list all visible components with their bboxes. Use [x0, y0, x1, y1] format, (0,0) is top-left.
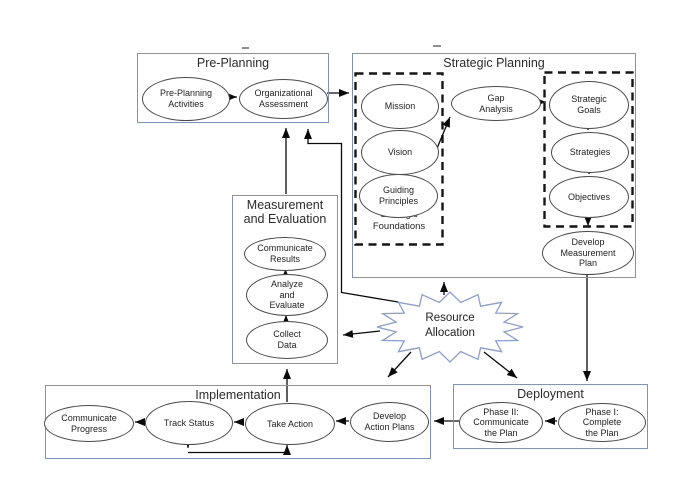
deployment-title: Deployment — [517, 387, 584, 401]
node-track-status-label: Track Status — [163, 417, 215, 428]
node-organizational-assessment-label: Organizational Assessment — [254, 88, 313, 109]
node-analyze-and-evaluate-label: Analyze and Evaluate — [269, 279, 305, 311]
node-mission: Mission — [361, 84, 439, 129]
arrow-resource-to-pre-planning — [304, 129, 399, 303]
arrow-resource-to-measurement-evaluation — [342, 329, 381, 338]
node-take-action-label: Take Action — [266, 418, 314, 429]
resource-allocation-starburst — [376, 291, 524, 363]
cropped-text-artifact — [242, 47, 249, 49]
node-communicate-results: Communicate Results — [244, 237, 326, 271]
node-phase1-complete-the-plan-label: Phase I: Complete the Plan — [582, 406, 622, 438]
node-develop-measurement-plan: Develop Measurement Plan — [542, 231, 634, 275]
node-develop-action-plans: Develop Action Plans — [350, 402, 429, 442]
node-phase2-communicate-the-plan: Phase II: Communicate the Plan — [459, 402, 543, 443]
node-communicate-results-label: Communicate Results — [257, 243, 313, 264]
arrow-track-status-take-action-loop-up — [188, 445, 291, 455]
node-analyze-and-evaluate: Analyze and Evaluate — [246, 274, 328, 316]
node-develop-measurement-plan-label: Develop Measurement Plan — [560, 237, 616, 269]
node-gap-analysis-label: Gap Analysis — [479, 92, 513, 114]
pre-planning-box: Pre-Planning — [137, 53, 329, 123]
cropped-text-artifact — [433, 45, 441, 47]
node-pre-planning-activities-label: Pre-Planning Activities — [159, 88, 213, 109]
node-strategies: Strategies — [551, 132, 629, 173]
node-objectives-label: Objectives — [567, 191, 611, 202]
node-guiding-principles-label: Guiding Principles — [378, 185, 418, 206]
deployment-box: Deployment — [453, 384, 648, 449]
strategic-foundations-group-border — [354, 72, 444, 246]
node-collect-data-label: Collect Data — [273, 329, 301, 350]
node-pre-planning-activities: Pre-Planning Activities — [142, 77, 230, 121]
node-strategies-label: Strategies — [569, 147, 611, 158]
node-phase2-communicate-the-plan-label: Phase II: Communicate the Plan — [473, 406, 529, 438]
resource-allocation-label: Resource Allocation — [425, 312, 475, 339]
strategic-planning-title: Strategic Planning — [443, 56, 545, 70]
node-vision-label: Vision — [387, 147, 413, 158]
node-communicate-progress: Communicate Progress — [44, 405, 134, 442]
measurement-evaluation-title: Measurement and Evaluation — [243, 198, 327, 227]
node-strategic-goals: Strategic Goals — [549, 81, 629, 129]
node-strategic-goals-label: Strategic Goals — [571, 94, 607, 115]
strategic-planning-box: Strategic Planning — [352, 53, 636, 278]
node-develop-action-plans-label: Develop Action Plans — [364, 411, 415, 432]
node-guiding-principles: Guiding Principles — [359, 174, 438, 218]
arrow-resource-to-implementation — [387, 351, 412, 378]
goals-cascade-group-border — [543, 71, 634, 228]
node-track-status: Track Status — [145, 401, 233, 445]
arrow-resource-to-deployment — [483, 351, 518, 379]
node-gap-analysis: Gap Analysis — [451, 86, 541, 121]
node-mission-label: Mission — [384, 101, 416, 112]
measurement-evaluation-box: Measurement and Evaluation — [232, 195, 338, 364]
node-communicate-progress-label: Communicate Progress — [61, 412, 117, 434]
node-phase1-complete-the-plan: Phase I: Complete the Plan — [558, 403, 646, 442]
node-objectives: Objectives — [549, 176, 629, 218]
node-vision: Vision — [361, 130, 439, 175]
node-organizational-assessment: Organizational Assessment — [239, 79, 328, 119]
node-take-action: Take Action — [245, 403, 335, 445]
pre-planning-title: Pre-Planning — [196, 56, 270, 70]
node-collect-data: Collect Data — [246, 321, 328, 359]
implementation-title: Implementation — [195, 388, 281, 402]
